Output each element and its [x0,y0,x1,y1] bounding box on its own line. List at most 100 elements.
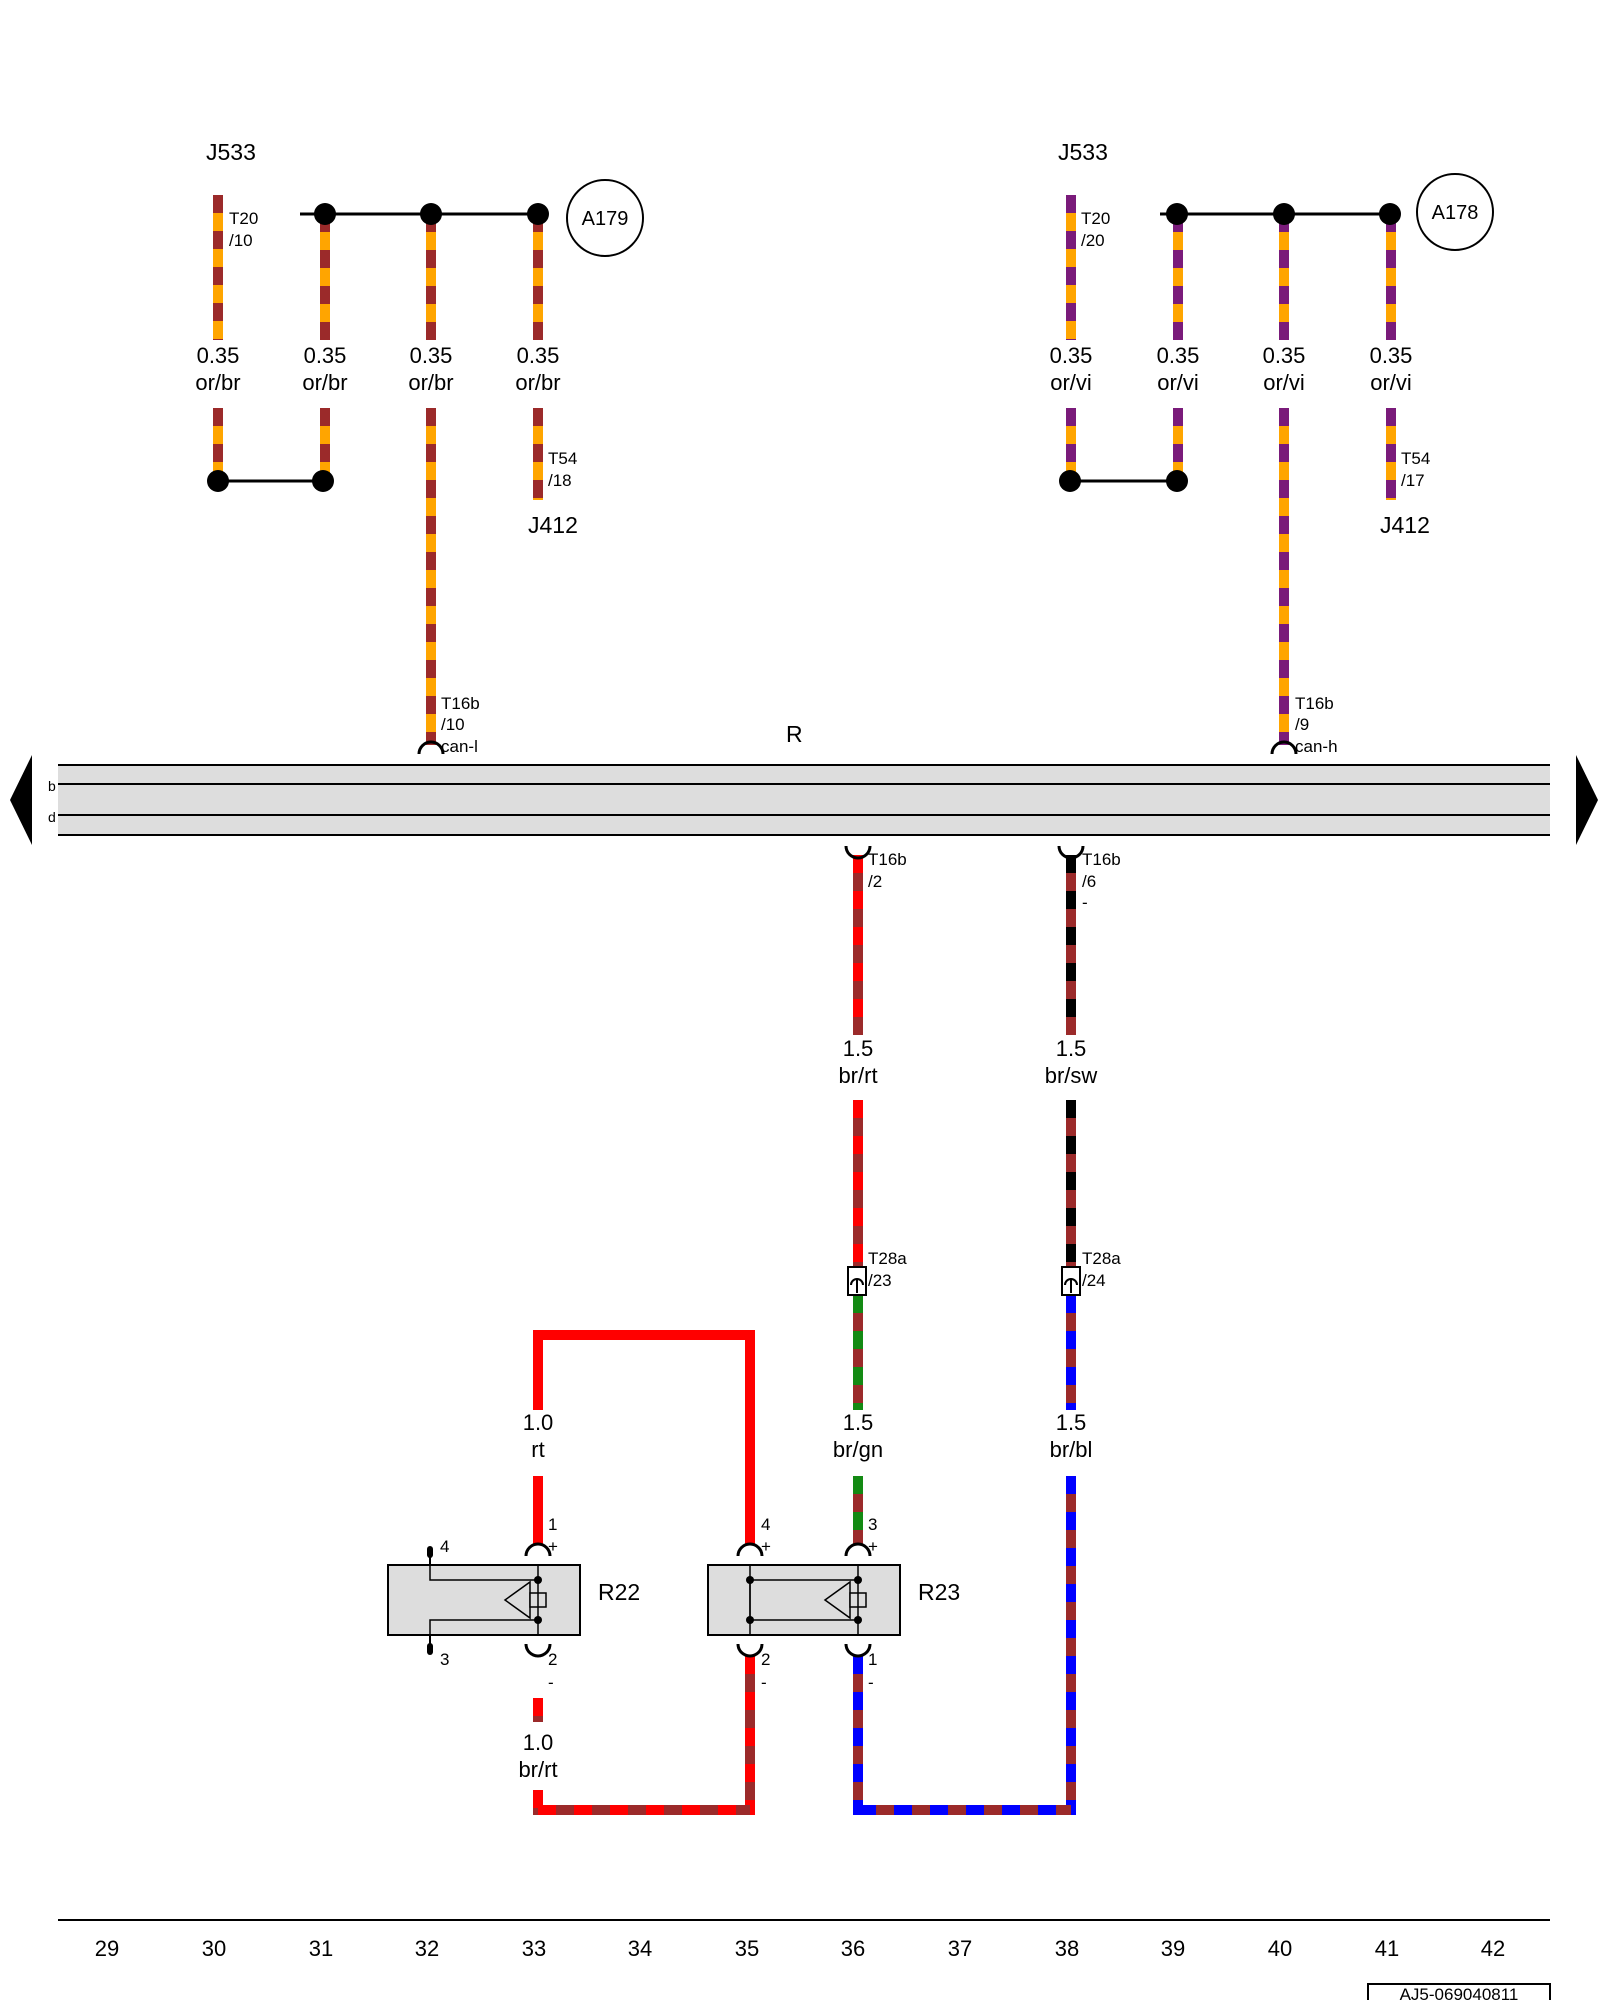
svg-text:-: - [761,1673,767,1692]
ruler-number: 38 [1055,1936,1079,1961]
ruler-number: 30 [202,1936,226,1961]
r23-pin-labels: 4 + 3 + 2 - 1 - [761,1515,878,1692]
svg-text:0.35: 0.35 [410,343,453,368]
svg-text:+: + [548,1537,558,1556]
svg-text:or/vi: or/vi [1370,370,1412,395]
t28a-connector-box [847,1266,867,1296]
ruler-number: 42 [1481,1936,1505,1961]
svg-text:b: b [48,778,56,794]
connector-t20-20: T20 /20 [1081,209,1110,250]
ruler: 29 30 31 32 33 34 35 36 37 38 39 40 41 4… [95,1936,1505,1961]
svg-text:br/rt: br/rt [838,1063,877,1088]
wire-spec-or-br-3: 0.35 or/br [408,343,453,395]
wire-spec-br-sw: 1.5 br/sw [1045,1036,1098,1088]
connector-t54-18: T54 /18 [548,449,577,490]
wire-spec-or-br-1: 0.35 or/br [195,343,240,395]
harness-label: R [786,721,803,747]
harness-bar: b d [10,755,1598,845]
harness-pin-caps [417,740,1298,860]
j412-label-right: J412 [1380,512,1430,538]
svg-text:+: + [761,1537,771,1556]
svg-text:1.5: 1.5 [1056,1410,1087,1435]
svg-text:or/vi: or/vi [1263,370,1305,395]
svg-text:/17: /17 [1401,471,1425,490]
svg-text:1: 1 [548,1515,557,1534]
ruler-number: 41 [1375,1936,1399,1961]
svg-text:/24: /24 [1082,1271,1106,1290]
harness-arrow-right [1576,755,1598,845]
ruler-number: 37 [948,1936,972,1961]
splice-dot [314,203,336,225]
svg-text:A179: A179 [582,208,629,230]
svg-text:1.5: 1.5 [843,1410,874,1435]
svg-text:/9: /9 [1295,715,1309,734]
splice-dot [1166,470,1188,492]
splice-dot [312,470,334,492]
wire-spec-br-bl: 1.5 br/bl [1050,1410,1093,1462]
svg-text:T20: T20 [229,209,258,228]
svg-text:0.35: 0.35 [1263,343,1306,368]
ruler-number: 36 [841,1936,865,1961]
r23-label: R23 [918,1579,960,1605]
splice-dot [1273,203,1295,225]
svg-text:0.35: 0.35 [1370,343,1413,368]
svg-text:-: - [868,1673,874,1692]
splice-dot [1166,203,1188,225]
wires [213,195,1396,1815]
svg-text:br/sw: br/sw [1045,1063,1098,1088]
svg-text:3: 3 [440,1650,449,1669]
svg-text:br/bl: br/bl [1050,1437,1093,1462]
svg-text:AJ5-069040811: AJ5-069040811 [1400,1985,1519,2000]
splice-dot [1059,470,1081,492]
speaker-r23 [707,1542,901,1658]
connector-t20-10: T20 /10 [229,209,258,250]
svg-text:/6: /6 [1082,872,1096,891]
connector-t16b-10: T16b /10 can-l [441,694,480,756]
wire-spec-or-vi-4: 0.35 or/vi [1370,343,1413,395]
wire-spec-br-rt-top: 1.5 br/rt [838,1036,877,1088]
svg-text:0.35: 0.35 [517,343,560,368]
ruler-number: 31 [309,1936,333,1961]
svg-text:d: d [48,809,56,825]
svg-text:T28a: T28a [868,1249,907,1268]
svg-text:br/gn: br/gn [833,1437,883,1462]
connector-t54-17: T54 /17 [1401,449,1430,490]
wire-spec-br-rt-bottom: 1.0 br/rt [518,1730,557,1782]
svg-text:or/br: or/br [302,370,347,395]
svg-text:+: + [868,1537,878,1556]
svg-text:T16b: T16b [1295,694,1334,713]
svg-text:T54: T54 [1401,449,1430,468]
splice-dots [207,203,1401,492]
svg-text:T16b: T16b [441,694,480,713]
ruler-number: 29 [95,1936,119,1961]
svg-text:/2: /2 [868,872,882,891]
j533-label-right: J533 [1058,139,1108,165]
svg-text:/10: /10 [229,231,253,250]
wire-spec-or-vi-2: 0.35 or/vi [1157,343,1200,395]
splice-dot [207,470,229,492]
doc-id-box: AJ5-069040811 [1367,1983,1551,2000]
svg-text:1.5: 1.5 [1056,1036,1087,1061]
r22-pin-labels: 1 + 2 - 4 3 [440,1515,558,1692]
ruler-number: 33 [522,1936,546,1961]
connector-t16b-9: T16b /9 can-h [1295,694,1338,756]
svg-text:3: 3 [868,1515,877,1534]
wire-spec-rt: 1.0 rt [523,1410,554,1462]
ruler-number: 40 [1268,1936,1292,1961]
j412-label-left: J412 [528,512,578,538]
svg-text:2: 2 [548,1650,557,1669]
splice-dot [527,203,549,225]
svg-text:or/vi: or/vi [1157,370,1199,395]
svg-text:or/br: or/br [408,370,453,395]
svg-text:T16b: T16b [868,850,907,869]
svg-text:2: 2 [761,1650,770,1669]
ruler-number: 35 [735,1936,759,1961]
r22-label: R22 [598,1579,640,1605]
harness-arrow-left [10,755,32,845]
svg-text:0.35: 0.35 [1157,343,1200,368]
speaker-r22 [387,1542,581,1658]
wire-spec-or-br-4: 0.35 or/br [515,343,560,395]
svg-text:br/rt: br/rt [518,1757,557,1782]
svg-text:4: 4 [440,1537,449,1556]
ruler-number: 34 [628,1936,652,1961]
